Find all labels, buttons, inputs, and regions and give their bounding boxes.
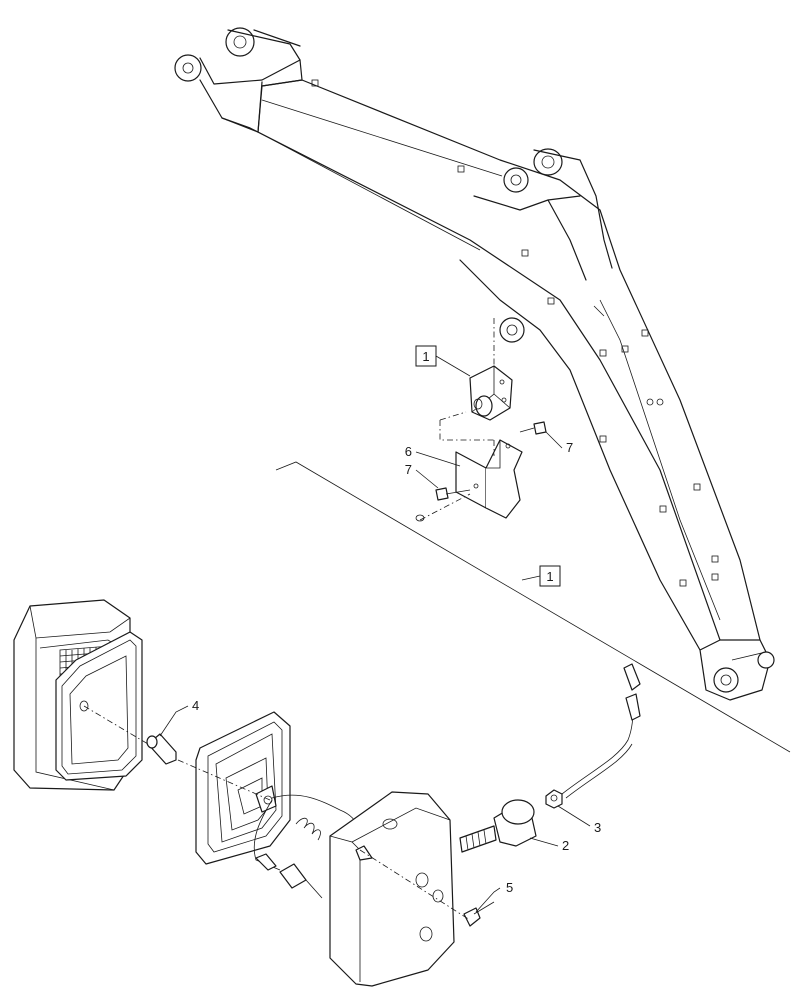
lamp-gasket [55, 631, 143, 781]
callout-label-bolt-left: 7 [405, 462, 412, 477]
callout-screw: 5 [475, 880, 513, 913]
cable-connector [561, 663, 641, 799]
section-divider-line [275, 461, 791, 753]
bolt-right [519, 421, 547, 435]
spring [295, 817, 321, 841]
washer [415, 514, 425, 522]
callout-label-bracket: 6 [405, 444, 412, 459]
mounted-work-light [439, 318, 513, 441]
lamp-rear-housing [329, 791, 455, 987]
callout-bulb: 4 [159, 698, 199, 737]
threaded-stud [459, 825, 497, 853]
callout-label-box-top: 1 [422, 349, 429, 364]
callout-grommet: 2 [529, 837, 569, 853]
assembly-centerline [83, 705, 471, 921]
callout-label-box-section: 1 [546, 569, 553, 584]
callout-label-nut: 3 [594, 820, 601, 835]
boom-arm [174, 27, 775, 701]
callout-label-screw: 5 [506, 880, 513, 895]
lamp-wiring [253, 794, 361, 899]
callout-label-bolt-right: 7 [566, 440, 573, 455]
callout-bracket: 6 [405, 444, 461, 467]
section-callout-leader [521, 575, 541, 581]
mounting-bracket [419, 439, 523, 521]
screw [463, 901, 495, 927]
callout-nut: 3 [557, 805, 601, 835]
callout-box-top: 1 [415, 345, 471, 377]
callout-label-bulb: 4 [192, 698, 199, 713]
grommet [493, 799, 537, 847]
nut [545, 789, 563, 809]
bulb [146, 733, 177, 765]
callout-label-grommet: 2 [562, 838, 569, 853]
bolt-left [435, 487, 471, 501]
callout-bolt-right: 7 [545, 431, 573, 455]
callout-bolt-left: 7 [405, 462, 439, 489]
callout-box-section: 1 [539, 565, 561, 587]
